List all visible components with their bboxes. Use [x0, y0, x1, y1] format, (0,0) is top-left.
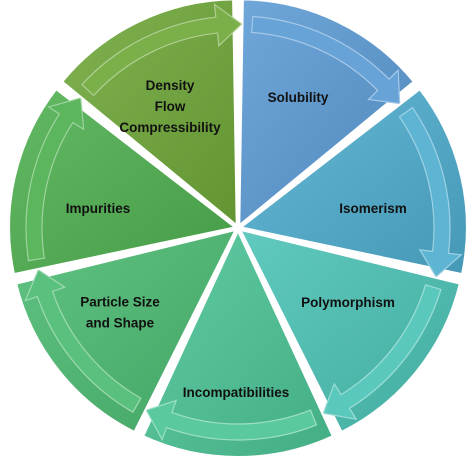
label-line: Flow [155, 99, 186, 114]
label-line: Solubility [268, 90, 329, 105]
arrow-isomerism [398, 106, 463, 278]
label-impurities: Impurities [66, 201, 131, 216]
label-line: Incompatibilities [183, 385, 290, 400]
arrow-density-flow-compressibility [81, 3, 243, 97]
arrow-impurities [25, 97, 85, 262]
arrow-incompatibilities [145, 399, 318, 442]
arrow-polymorphism [322, 284, 442, 421]
label-solubility: Solubility [268, 90, 329, 105]
segment-particle-size-and-shape [14, 228, 238, 434]
label-line: Compressibility [119, 120, 221, 135]
label-line: Particle Size [80, 295, 160, 310]
labels-layer: SolubilityIsomerismPolymorphismIncompati… [66, 78, 407, 400]
label-incompatibilities: Incompatibilities [183, 385, 290, 400]
label-line: Polymorphism [301, 295, 395, 310]
segment-solubility [238, 0, 416, 228]
segment-polymorphism [238, 228, 462, 434]
arrow-solubility [251, 15, 401, 105]
label-line: Density [146, 78, 195, 93]
segment-density-flow-compressibility [60, 0, 238, 228]
arrow-particle-size-and-shape [24, 269, 142, 413]
label-line: and Shape [86, 316, 155, 331]
label-line: Isomerism [339, 201, 407, 216]
label-polymorphism: Polymorphism [301, 295, 395, 310]
label-isomerism: Isomerism [339, 201, 407, 216]
label-line: Impurities [66, 201, 131, 216]
segments-layer [8, 0, 468, 457]
label-particle-size-and-shape: Particle Size and Shape [80, 295, 160, 331]
